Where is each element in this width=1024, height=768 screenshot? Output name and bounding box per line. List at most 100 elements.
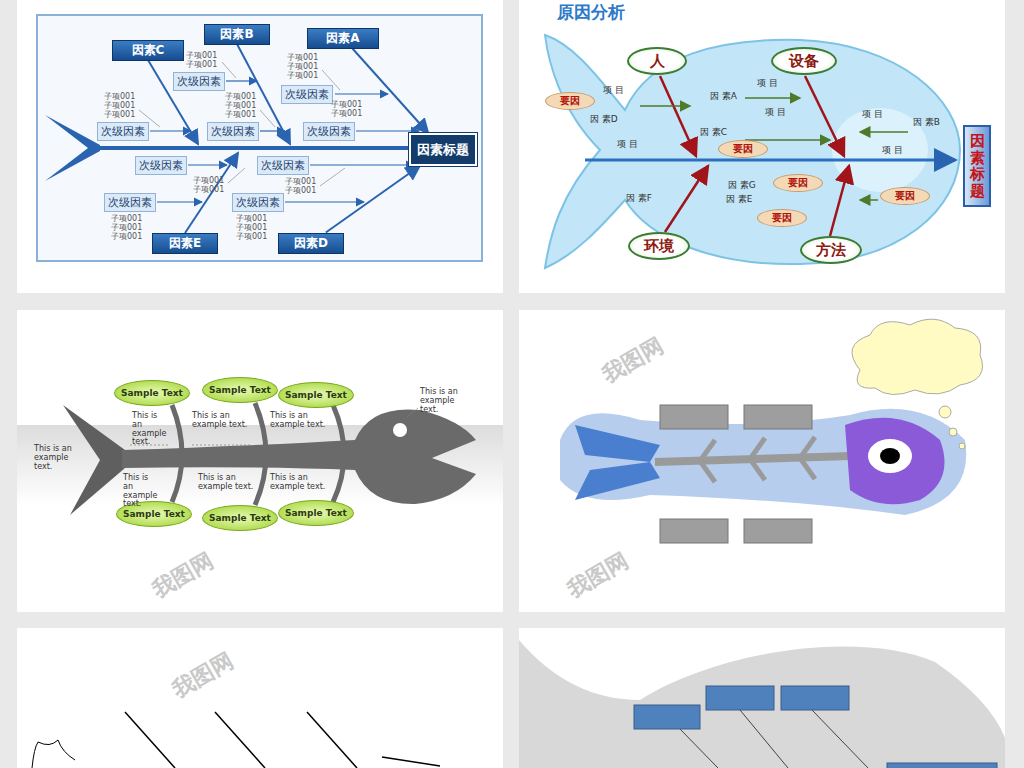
node-text: 因素标题 — [417, 141, 469, 159]
panel-1-fishbone — [285, 201, 364, 202]
category-circle: 方法 — [800, 236, 862, 264]
panel-2-fish — [745, 97, 800, 99]
panels — [519, 628, 1005, 768]
panel-5-lines — [307, 712, 357, 768]
item-label: 项 目 — [882, 144, 903, 157]
panel-1-fishbone — [97, 146, 408, 150]
item-label: 项 目 — [765, 106, 786, 119]
panel-2-fish — [545, 35, 960, 268]
panel-3-fish — [172, 405, 182, 502]
panel-2-fish — [585, 159, 955, 162]
bone-arrow — [352, 49, 428, 134]
factor-label: 因 素A — [710, 90, 737, 103]
panel-4-fish — [852, 319, 983, 449]
node-text: 人 — [650, 52, 665, 71]
panel-3-fish — [63, 405, 125, 515]
factor-box: 因素D — [278, 233, 344, 254]
node-text: 次级因素 — [139, 158, 183, 173]
sample-oval: Sample Text — [278, 500, 354, 526]
panel-2-fish — [640, 98, 908, 200]
panel-1-fishbone — [260, 130, 285, 131]
bone-arrow — [326, 166, 420, 233]
note-text: This is an example text. — [270, 474, 326, 492]
panel-3-fish — [255, 403, 266, 505]
panel-4-fish — [750, 459, 765, 480]
note-text: This is an example text. — [123, 474, 155, 509]
sub-factor-box: 次级因素 — [303, 122, 355, 141]
category-circle: 人 — [627, 47, 687, 75]
panel-2-fish — [860, 131, 908, 133]
factor-label: 因 素F — [626, 192, 652, 205]
node-text: Sample Text — [123, 509, 185, 519]
sub-item: 子项001 子项001 — [186, 51, 220, 69]
note-text: This is an example text. — [132, 412, 164, 447]
node-text: 因素D — [294, 235, 328, 252]
panel-4-fish — [700, 437, 815, 482]
panel-4-fish — [852, 319, 983, 394]
node-text: 次级因素 — [285, 87, 329, 102]
sub-item: 子项001 子项001 子项001 — [111, 214, 145, 241]
panel-3-fish — [192, 445, 250, 446]
sub-item: 子项001 子项001 子项001 — [287, 53, 321, 80]
panel-1-fishbone — [228, 168, 245, 183]
sample-oval: Sample Text — [202, 377, 278, 403]
panel-1-fishbone — [310, 164, 414, 165]
panel-4-fish — [868, 439, 912, 473]
panel-4-fish — [700, 440, 715, 461]
panel-1-fishbone — [185, 153, 238, 233]
sample-oval: Sample Text — [202, 505, 278, 531]
category-circle: 设备 — [771, 47, 837, 75]
node-text: 因素B — [220, 26, 253, 43]
panel-4-fish — [750, 438, 765, 459]
node-text: 次级因素 — [236, 195, 280, 210]
panel-1-fishbone — [356, 130, 419, 131]
node-text: 要因 — [788, 176, 808, 190]
item-label: 项 目 — [617, 138, 638, 151]
note-text: This is an example text. — [192, 412, 248, 430]
panel-6-shape — [634, 705, 700, 729]
sample-oval: Sample Text — [114, 380, 190, 406]
node-text: 因素标题 — [970, 133, 985, 199]
node-text: 因素E — [169, 235, 201, 252]
panel-1-fishbone — [150, 130, 191, 131]
panel-4-fish — [575, 425, 660, 462]
sub-factor-box: 次级因素 — [281, 85, 333, 104]
panel-6-shape — [680, 710, 868, 768]
panel-title: 原因分析 — [557, 1, 625, 24]
panel-4-fish — [949, 428, 957, 436]
panel-1-fishbone — [320, 168, 345, 186]
panel-6-shape — [519, 640, 1005, 768]
category-circle: 环境 — [628, 232, 690, 260]
node-text: 次级因素 — [307, 124, 351, 139]
panel-4-fish — [845, 418, 945, 505]
panel-2-fish — [805, 76, 844, 156]
sub-factor-box: 次级因素 — [207, 122, 259, 141]
node-text: 因素C — [132, 42, 165, 59]
sub-item: 子项001 子项001 子项001 — [225, 92, 259, 119]
cause-oval: 要因 — [773, 174, 823, 192]
panel-5-lines — [125, 712, 175, 768]
panel-6-shape — [740, 710, 788, 768]
panel-1-fishbone — [260, 110, 275, 127]
panel-2-fish — [830, 166, 849, 236]
panel-1-fishbone — [226, 80, 257, 81]
panel-1-fishbone — [37, 15, 482, 261]
node-text: 次级因素 — [177, 74, 221, 89]
node-text: 方法 — [816, 241, 846, 260]
cause-oval: 要因 — [718, 140, 768, 158]
panel-2-fish — [860, 199, 878, 201]
panel-6-shape — [706, 686, 774, 710]
sub-item: 子项001 子项001 — [193, 176, 227, 194]
panels — [17, 0, 1005, 768]
panel-4-fish — [959, 443, 965, 449]
factor-label: 因 素C — [700, 126, 727, 139]
factor-box: 因素B — [204, 24, 270, 45]
panel-1-fishbone — [157, 201, 202, 202]
sub-factor-box: 次级因素 — [173, 72, 225, 91]
panel-4-fish — [744, 405, 812, 429]
node-text: Sample Text — [209, 385, 271, 395]
cause-oval: 要因 — [545, 92, 595, 110]
sample-oval: Sample Text — [278, 382, 354, 408]
node-text: Sample Text — [121, 388, 183, 398]
